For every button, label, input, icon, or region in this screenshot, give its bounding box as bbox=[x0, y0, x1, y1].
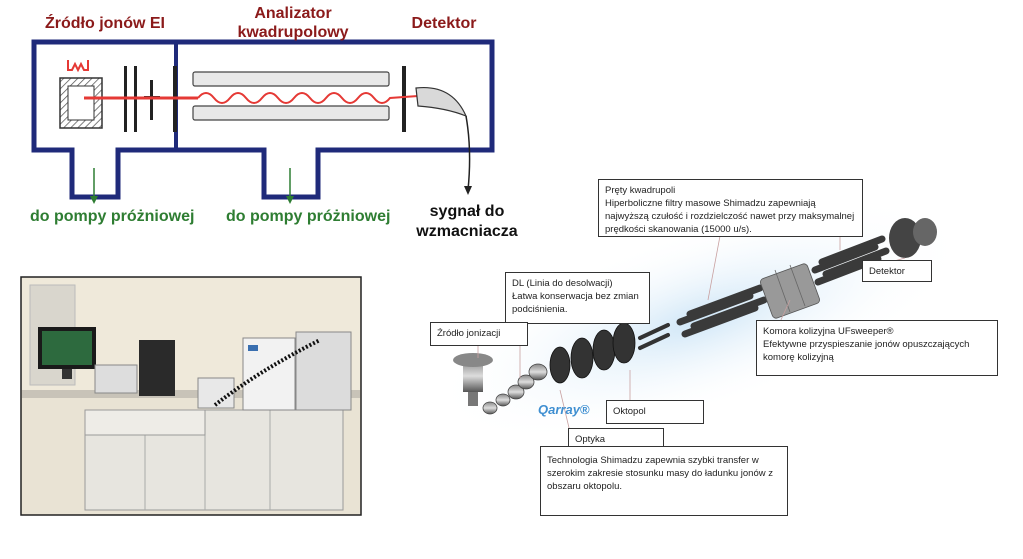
signal-arrow bbox=[465, 115, 471, 191]
pump-label-1: do pompy próżniowej bbox=[30, 208, 195, 225]
callout-rods-text: Hiperboliczne filtry masowe Shimadzu zap… bbox=[605, 198, 855, 235]
signal-label-line2: wzmacniacza bbox=[416, 223, 518, 240]
callout-rods-title: Pręty kwadrupoli bbox=[605, 185, 676, 196]
ion-beam-wave bbox=[197, 92, 419, 104]
exit-plate bbox=[402, 66, 406, 132]
callout-collision: Komora kolizyjna UFsweeper® Efektywne pr… bbox=[756, 320, 998, 376]
callout-source: Źródło jonizacji bbox=[430, 322, 528, 346]
callout-rods: Pręty kwadrupoli Hiperboliczne filtry ma… bbox=[598, 179, 863, 237]
vacuum-chamber-outline bbox=[31, 39, 495, 200]
callout-dl: DL (Linia do desolwacji) Łatwa konserwac… bbox=[505, 272, 650, 324]
lens-plate-3 bbox=[150, 80, 153, 120]
quadrupole-rod-bottom bbox=[192, 105, 390, 121]
callout-dl-text: Łatwa konserwacja bez zmian podciśnienia… bbox=[512, 291, 639, 315]
callout-detector: Detektor bbox=[862, 260, 932, 282]
qarray-label: Qarray® bbox=[538, 402, 590, 417]
detector-label: Detektor bbox=[411, 15, 477, 32]
filament-icon bbox=[67, 60, 89, 73]
callout-collision-title: Komora kolizyjna UFsweeper® bbox=[763, 326, 894, 337]
ion-source-label: Źródło jonów EI bbox=[45, 15, 165, 32]
signal-label-line1: sygnał do bbox=[429, 203, 505, 220]
callout-optics-text: Technologia Shimadzu zapewnia szybki tra… bbox=[540, 446, 788, 516]
callout-octopole: Oktopol bbox=[606, 400, 704, 424]
detector-shape bbox=[415, 86, 468, 118]
callout-dl-title: DL (Linia do desolwacji) bbox=[512, 278, 613, 289]
callout-collision-text: Efektywne przyspieszanie jonów opuszczaj… bbox=[763, 339, 970, 363]
signal-label: sygnał do wzmacniacza bbox=[410, 202, 524, 242]
pump-label-2: do pompy próżniowej bbox=[226, 208, 391, 225]
analyzer-label: Analizator kwadrupolowy bbox=[218, 4, 368, 42]
quadrupole-rod-top bbox=[192, 71, 390, 87]
analyzer-label-line2: kwadrupolowy bbox=[237, 24, 349, 41]
analyzer-label-line1: Analizator bbox=[254, 5, 332, 22]
callout-optics-title: Optyka bbox=[568, 428, 664, 450]
